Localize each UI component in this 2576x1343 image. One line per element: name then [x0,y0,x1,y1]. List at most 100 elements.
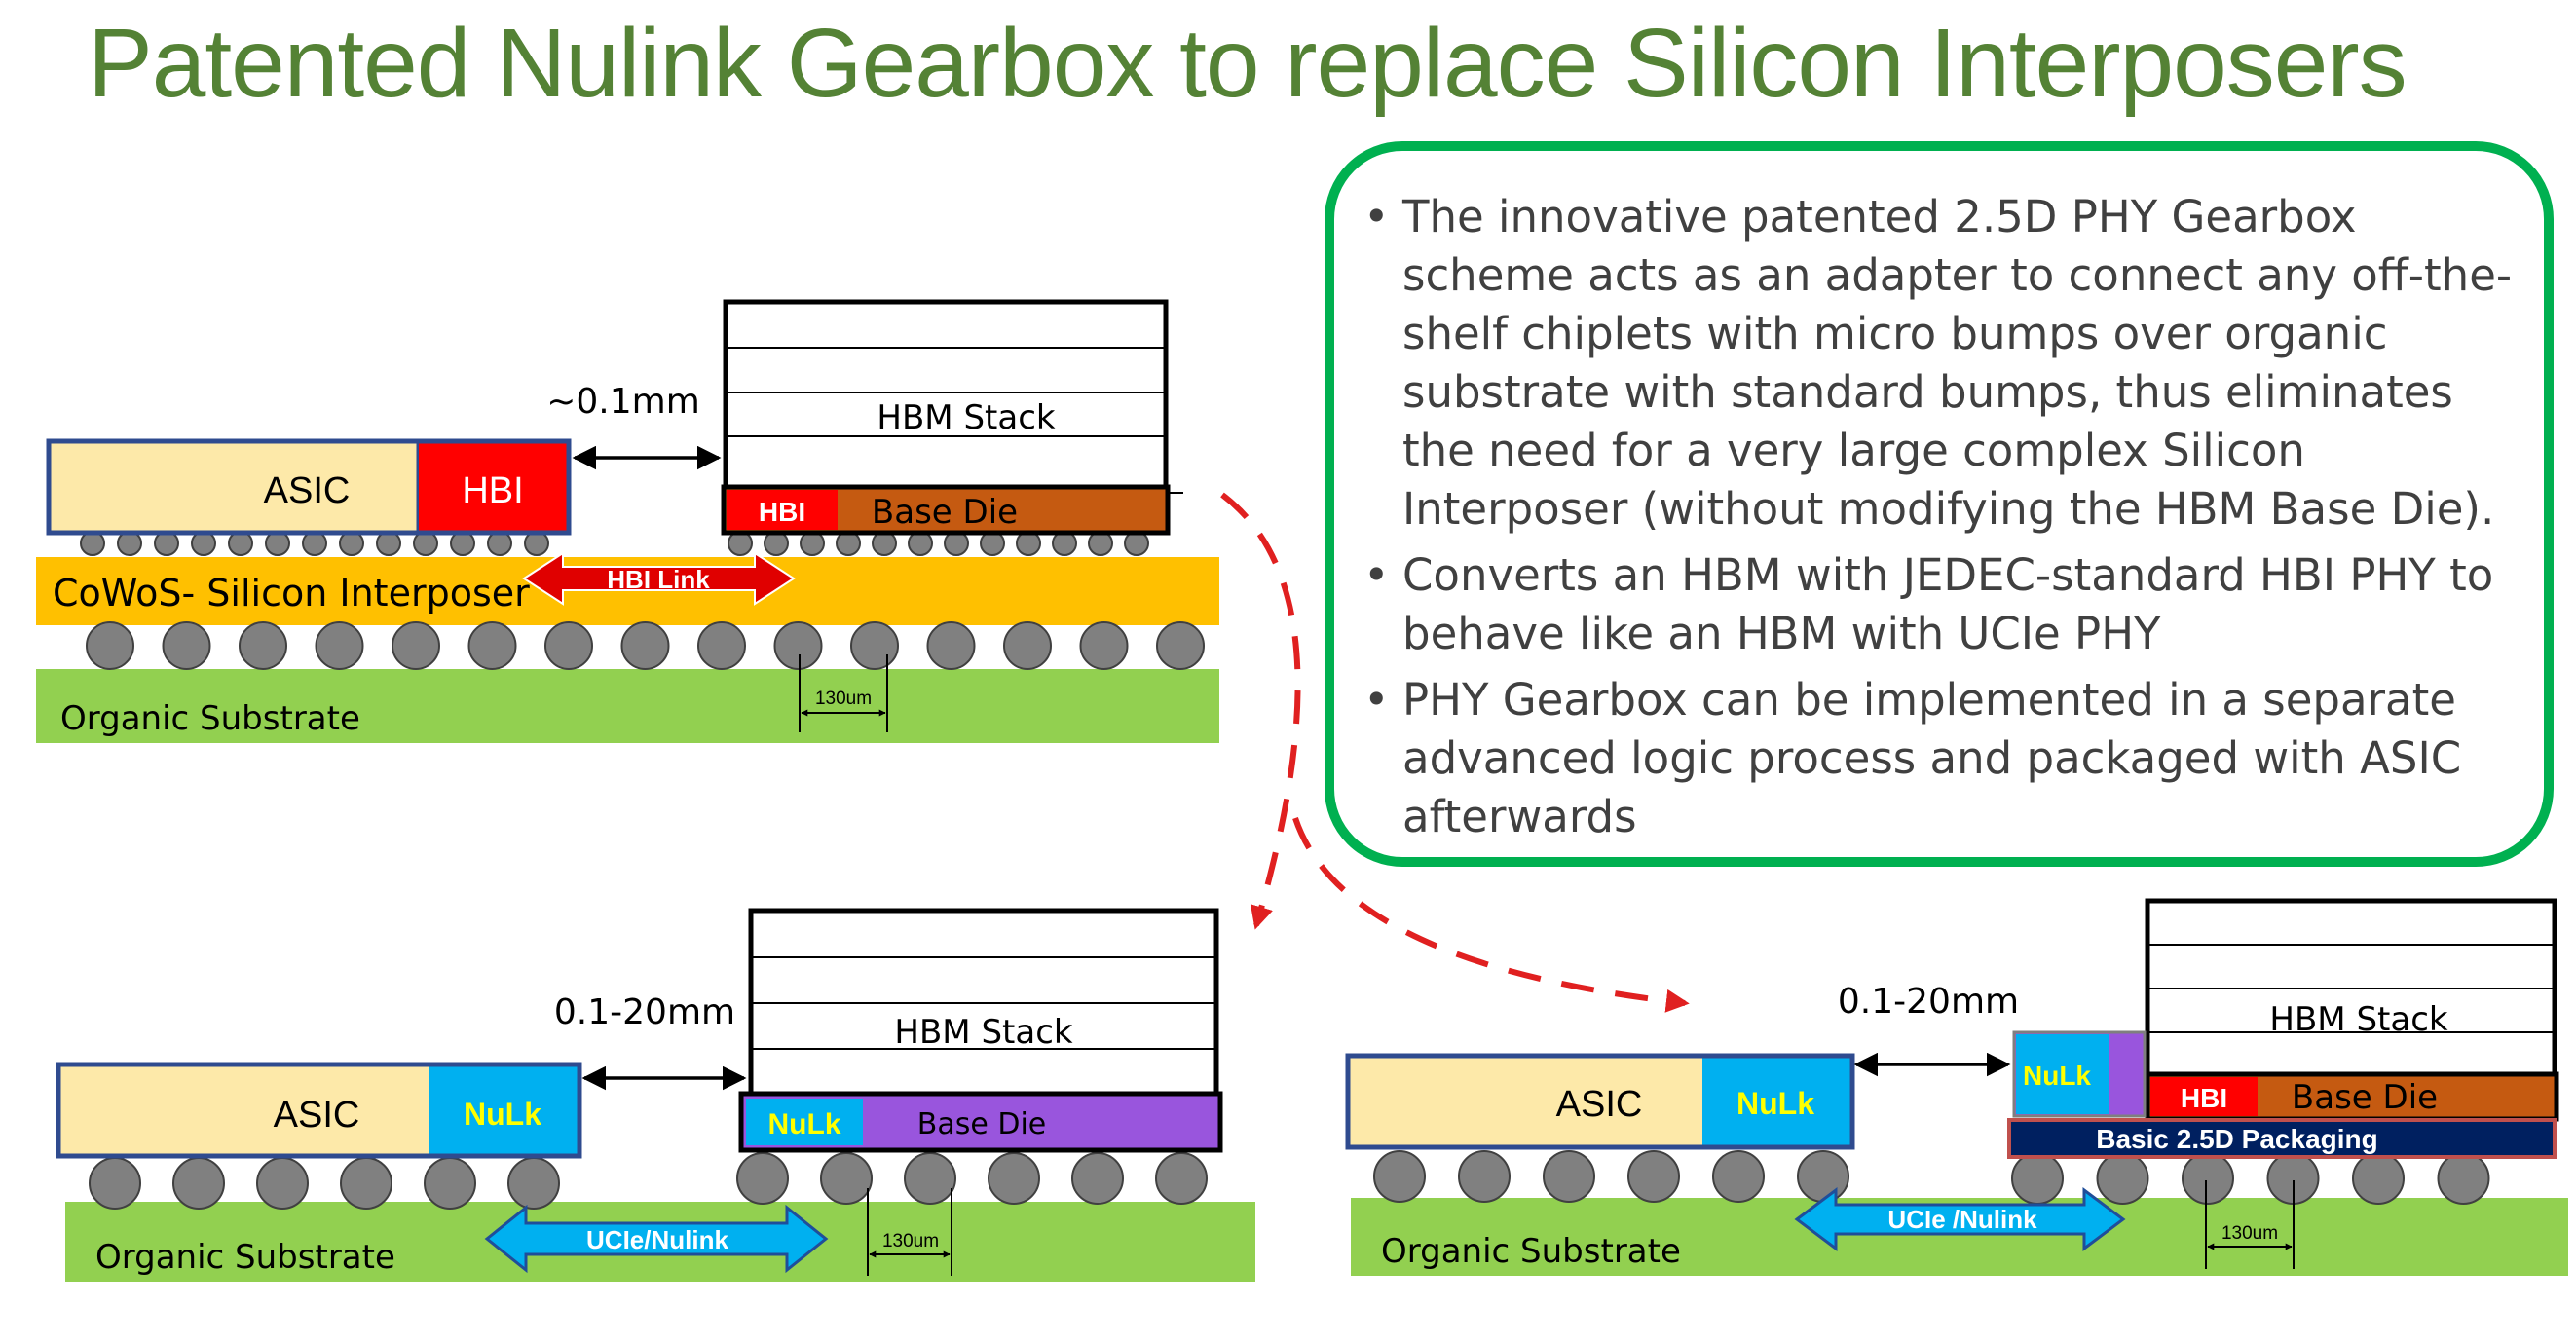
diagram-bottom-right: Organic Substrate ASIC NuLk HBM Stack HB… [1345,898,2568,1276]
c4-bump [392,621,440,670]
c4-bump [256,1157,309,1210]
micro-bump [1052,531,1077,556]
c4-bump [1071,1152,1124,1205]
asic-label-br: ASIC [1556,1084,1643,1125]
micro-bump [980,531,1005,556]
micro-bump [376,531,401,556]
micro-bump [728,531,753,556]
nulk-small-block-bl [746,1099,863,1145]
hbm-stack-label-br: HBM Stack [2269,1000,2447,1039]
ucie-link-arrow-br: UCIe /Nulink [1794,1187,2126,1251]
nulk-label-br: NuLk [1736,1086,1814,1121]
base-die-label-top: Base Die [872,493,1018,532]
substrate-label-br: Organic Substrate [1381,1232,1681,1271]
micro-bump [944,531,969,556]
basic-packaging-br [2007,1118,2557,1159]
distance-label-br: 0.1-20mm [1838,982,2019,1022]
c4-bump [162,621,211,670]
asic-outline-br [1345,1053,1855,1150]
micro-bump [228,531,253,556]
micro-bump [450,531,475,556]
base-die-label-br: Base Die [2292,1078,2438,1117]
c4-bump [507,1157,560,1210]
c4-bump [1543,1150,1595,1203]
micro-bump [302,531,327,556]
c4-bump [820,1152,873,1205]
asic-outline-top [46,438,572,536]
organic-substrate-top [36,669,1219,743]
diagram-bottom-left: Organic Substrate ASIC NuLk HBM Stack Nu… [56,908,1255,1282]
c4-bump [2011,1152,2064,1205]
asic-block-br [1348,1056,1702,1147]
c4-bump [620,621,670,670]
hbi-block-br [2150,1077,2258,1116]
asic-block-top [46,438,422,536]
bullet-list: The innovative patented 2.5D PHY Gearbox… [1360,188,2519,846]
micro-bumps-hbm-top [728,531,1149,556]
substrate-label-bl: Organic Substrate [95,1238,395,1277]
micro-bump [117,531,142,556]
flow-arrows [1220,492,1690,1013]
c4-bump [544,621,593,670]
bullet-item-2: Converts an HBM with JEDEC-standard HBI … [1360,546,2519,663]
distance-label-bl: 0.1-20mm [554,992,735,1032]
c4-bump [2182,1152,2234,1205]
pitch-marker-br: 130um [2205,1180,2295,1269]
micro-bump [339,531,364,556]
c4-bump [736,1152,789,1205]
hbi-label-top: HBI [462,470,523,511]
c4-bump [89,1157,141,1210]
c4-bump [1373,1150,1426,1203]
micro-bump [265,531,290,556]
micro-bump [836,531,861,556]
c4-bump [172,1157,225,1210]
micro-bump [154,531,179,556]
bullet-item-3: PHY Gearbox can be implemented in a sepa… [1360,671,2519,846]
flow-arrow-to-bottom-left [1220,492,1301,930]
micro-bump [908,531,933,556]
nulk-block-br [1702,1058,1850,1145]
hbm-stack-top [723,299,1169,490]
c4-bump [86,621,134,670]
c4-bump [1627,1150,1680,1203]
micro-bump [1016,531,1041,556]
hbi-link-label: HBI Link [607,565,710,594]
substrate-label-top: Organic Substrate [60,699,360,738]
c4-bump [773,621,823,670]
nulk-label-bl: NuLk [464,1097,541,1132]
c4-bump [1079,621,1129,670]
hbi-block-top [419,443,567,531]
description-box: The innovative patented 2.5D PHY Gearbox… [1325,141,2554,867]
pitch-label-top: 130um [815,689,872,709]
flow-arrow-to-bottom-right [1292,817,1690,1013]
c4-bump [1155,1152,1208,1205]
nulk-block-bl [429,1066,578,1154]
nulk-gearbox-label-br: NuLk [2023,1061,2091,1091]
micro-bump [800,531,825,556]
interposer-label: CoWoS- Silicon Interposer [53,572,530,615]
micro-bump [487,531,512,556]
c4-bump [1797,1150,1849,1203]
hbi-small-block-top [727,490,838,530]
c4-bumps-br-left [1373,1150,1849,1203]
c4-bump [340,1157,392,1210]
asic-label-top: ASIC [264,470,351,511]
c4-bumps-bl [89,1152,1208,1210]
c4-bump [424,1157,476,1210]
c4-bump [697,621,746,670]
c4-bump [926,621,976,670]
distance-label-top: ~0.1mm [546,382,700,422]
ucie-link-arrow-bl: UCIe/Nulink [484,1204,829,1274]
c4-bump [850,621,899,670]
pitch-marker-top: 130um [799,654,888,732]
micro-bump [191,531,216,556]
asic-block-bl [58,1064,429,1156]
ucie-link-label-br: UCIe /Nulink [1887,1205,2037,1234]
base-die-label-bl: Base Die [917,1107,1046,1141]
c4-bump [2096,1152,2149,1205]
micro-bump [872,531,897,556]
pitch-label-bl: 130um [882,1231,939,1251]
c4-bump [1712,1150,1765,1203]
hbi-label-br: HBI [2181,1083,2227,1113]
